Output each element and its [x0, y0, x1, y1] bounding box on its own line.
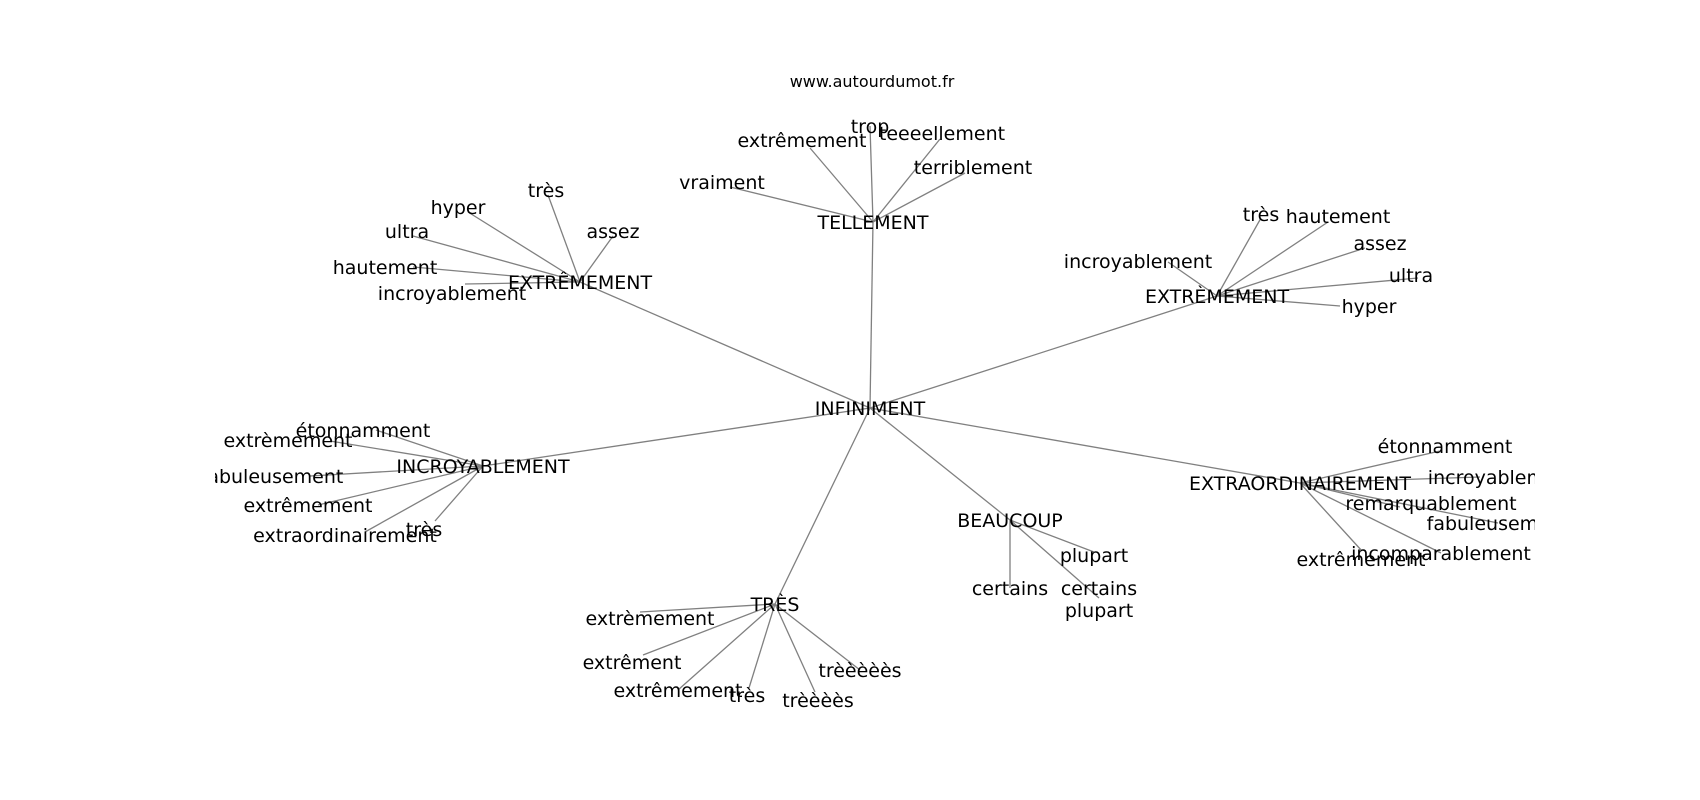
edge-hub-leaf: [434, 465, 484, 522]
leaf-node: étonnamment: [1378, 436, 1513, 458]
edge-hub-leaf: [1216, 217, 1262, 297]
edge-hub-leaf: [809, 147, 874, 223]
edge-hub-leaf: [1009, 519, 1095, 553]
hub-node: TRÈS: [750, 593, 800, 616]
leaf-node: remarquablement: [1345, 493, 1516, 515]
leaf-node: extrèmement: [223, 430, 352, 452]
leaf-node: hautement: [333, 257, 438, 279]
edge-hub-leaf: [1299, 450, 1441, 484]
hub-node: EXTRAORDINAIREMENT: [1189, 473, 1411, 495]
edge-hub-leaf: [748, 603, 776, 689]
edge-hub-leaf: [364, 465, 484, 533]
edge-hub-leaf: [677, 603, 776, 691]
root-node: INFINIMENT: [815, 398, 926, 420]
edge-hub-leaf: [1299, 482, 1363, 552]
leaf-node: trop: [851, 116, 890, 138]
hub-node: TELLEMENT: [816, 212, 928, 234]
leaf-node: ultra: [385, 221, 429, 243]
leaf-node: fabuleusement: [201, 466, 344, 488]
edge-hub-leaf: [412, 266, 581, 283]
edge-hub-leaf: [412, 235, 581, 283]
leaf-node: étonnamment: [296, 420, 431, 442]
edge-hub-leaf: [869, 125, 874, 223]
site-url: www.autourdumot.fr: [790, 72, 955, 91]
edge-hub-leaf: [579, 235, 614, 283]
leaf-node: teeeellement: [879, 123, 1005, 145]
leaf-node: extrêmement: [243, 495, 372, 517]
leaf-node: assez: [586, 221, 639, 243]
leaf-node: trèèèèès: [818, 660, 901, 682]
edge-hub-leaf: [729, 186, 874, 223]
leaf-node: vraiment: [679, 172, 765, 194]
edge-hub-leaf: [1216, 295, 1341, 307]
leaf-node: extraordinairement: [253, 525, 437, 547]
leaf-node: très: [528, 180, 564, 202]
edge-hub-leaf: [1299, 482, 1442, 554]
leaf-node: incroyablement: [1428, 467, 1576, 489]
edges-layer: [309, 125, 1499, 693]
edge-hub-leaf: [1216, 221, 1329, 297]
leaf-node: fabuleusement: [1427, 513, 1570, 535]
edge-hub-leaf: [467, 211, 581, 283]
leaf-node: ultra: [1389, 265, 1433, 287]
leaf-node: terriblement: [914, 157, 1032, 179]
edge-hub-leaf: [639, 603, 776, 613]
leaf-node: certains: [972, 578, 1048, 600]
leaf-node: hautement: [1286, 206, 1391, 228]
edge-hub-leaf: [1299, 482, 1499, 524]
leaf-node: extrêment: [583, 652, 682, 674]
leaf-node: hyper: [1342, 296, 1397, 318]
edge-root-hub: [869, 295, 1218, 409]
leaf-node: assez: [1353, 233, 1406, 255]
leaf-node: très: [406, 519, 442, 541]
hub-node: EXTRÊMEMENT: [508, 271, 653, 294]
edge-hub-leaf: [872, 172, 966, 223]
edge-hub-leaf: [642, 603, 776, 656]
edge-hub-leaf: [1009, 519, 1100, 599]
edge-root-hub: [869, 407, 1301, 484]
leaf-node: extrêmement: [1296, 549, 1425, 571]
leaf-node: plupart: [1060, 545, 1128, 567]
edge-hub-leaf: [1216, 277, 1419, 297]
edge-hub-leaf: [464, 281, 581, 285]
edge-root-hub: [579, 281, 871, 409]
edge-root-hub: [482, 407, 871, 467]
leaf-node: extrêmement: [613, 680, 742, 702]
leaf-node: incroyablement: [378, 283, 526, 305]
leaf-node: incomparablement: [1351, 543, 1531, 565]
hub-node: EXTRÈMEMENT: [1145, 285, 1290, 308]
leaf-node: extrêmement: [737, 130, 866, 152]
hub-node: BEAUCOUP: [957, 510, 1063, 532]
edge-root-hub: [869, 407, 1011, 521]
leaf-node: incroyablement: [1064, 251, 1212, 273]
edge-hub-leaf: [774, 603, 816, 693]
edge-hub-leaf: [872, 138, 941, 223]
leaf-node: hyper: [431, 197, 486, 219]
edge-hub-leaf: [1299, 476, 1481, 484]
edge-hub-leaf: [375, 429, 484, 467]
edge-hub-leaf: [774, 603, 861, 671]
leaf-node: extrèmement: [585, 608, 714, 630]
edge-hub-leaf: [317, 465, 484, 506]
edge-hub-leaf: [1216, 247, 1366, 297]
edge-root-hub: [869, 221, 874, 409]
leaf-node: très: [729, 685, 765, 707]
hub-node: INCROYABLEMENT: [396, 456, 570, 478]
edge-hub-leaf: [309, 465, 484, 477]
edge-root-hub: [774, 407, 871, 605]
edge-hub-leaf: [1167, 261, 1218, 297]
edge-hub-leaf: [329, 440, 484, 467]
edge-hub-leaf: [547, 194, 581, 283]
leaf-node: très: [1243, 204, 1279, 226]
leaf-node: trèèèès: [782, 690, 854, 712]
